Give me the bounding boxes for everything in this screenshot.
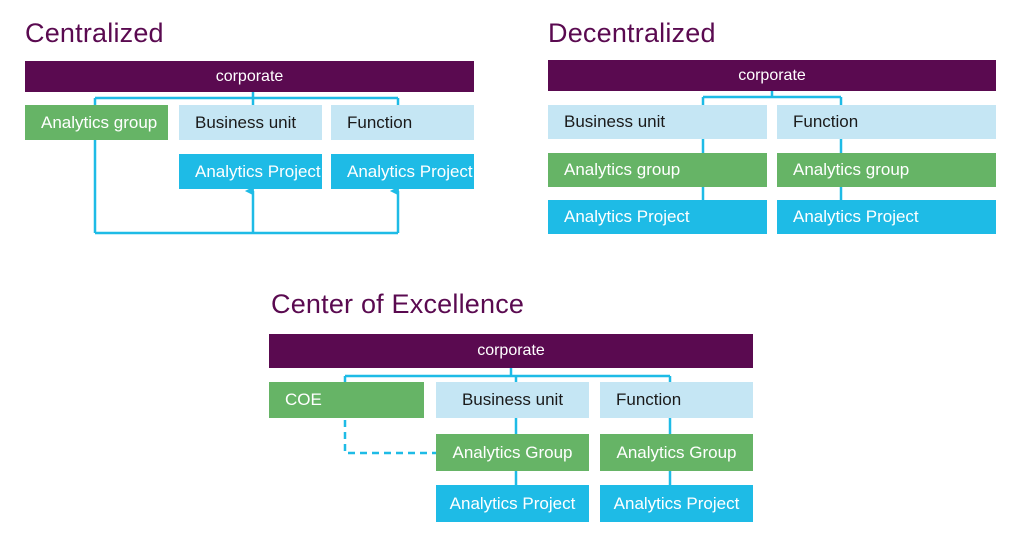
- decentralized-analytics-group-box-1: Analytics group: [548, 153, 767, 187]
- decentralized-function-box: Function: [777, 105, 996, 139]
- decentralized-connectors: [701, 91, 843, 200]
- decentralized-project-box-1: Analytics Project: [548, 200, 767, 234]
- centralized-business-unit-box: Business unit: [179, 105, 322, 140]
- centralized-title: Centralized: [25, 18, 164, 48]
- decentralized-title: Decentralized: [548, 18, 716, 48]
- coe-corporate-box: corporate: [269, 334, 753, 368]
- centralized-analytics-group-box: Analytics group: [25, 105, 168, 140]
- decentralized-business-unit-box: Business unit: [548, 105, 767, 139]
- decentralized-corporate-box: corporate: [548, 60, 996, 91]
- centralized-function-box: Function: [331, 105, 474, 140]
- centralized-project-box-2: Analytics Project: [331, 154, 474, 189]
- coe-coe-box: COE: [269, 382, 424, 418]
- decentralized-analytics-group-box-2: Analytics group: [777, 153, 996, 187]
- centralized-project-box-1: Analytics Project: [179, 154, 322, 189]
- coe-analytics-group-box-1: Analytics Group: [436, 434, 589, 471]
- coe-analytics-group-box-2: Analytics Group: [600, 434, 753, 471]
- coe-title: Center of Excellence: [271, 289, 525, 319]
- coe-project-box-1: Analytics Project: [436, 485, 589, 522]
- coe-project-box-2: Analytics Project: [600, 485, 753, 522]
- centralized-corporate-box: corporate: [25, 61, 474, 92]
- centralized-connectors: [93, 92, 400, 235]
- coe-business-unit-box: Business unit: [436, 382, 589, 418]
- decentralized-project-box-2: Analytics Project: [777, 200, 996, 234]
- coe-function-box: Function: [600, 382, 753, 418]
- coe-connectors: [343, 368, 672, 485]
